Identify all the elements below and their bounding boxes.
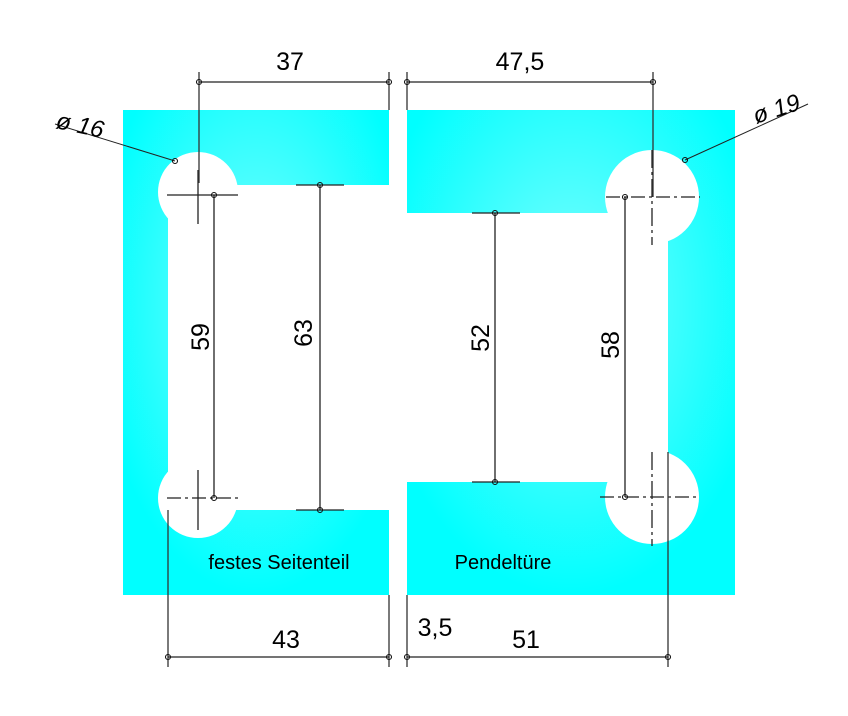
swing-door-glass bbox=[407, 110, 735, 595]
label-fixed-panel: festes Seitenteil bbox=[208, 552, 349, 574]
dim-left-cutout-height: 63 bbox=[290, 319, 318, 347]
dim-right-diameter: ø 19 bbox=[750, 89, 804, 130]
fixed-panel-glass bbox=[123, 110, 389, 595]
label-swing-door: Pendeltüre bbox=[455, 552, 552, 574]
dim-left-hole-spacing: 59 bbox=[187, 323, 215, 351]
dimension-points bbox=[164, 78, 689, 661]
center-marks bbox=[167, 150, 700, 546]
dim-left-diameter: ø 16 bbox=[54, 107, 107, 144]
dim-gap: 3,5 bbox=[418, 614, 453, 642]
dimension-lines bbox=[54, 81, 809, 658]
dim-right-cutout-height: 52 bbox=[467, 324, 495, 352]
dim-right-hole-spacing: 58 bbox=[597, 331, 625, 359]
dim-bottom-right: 51 bbox=[512, 626, 540, 654]
dim-bottom-left: 43 bbox=[272, 626, 300, 654]
dim-top-right: 47,5 bbox=[496, 48, 545, 76]
dim-top-left: 37 bbox=[276, 48, 304, 76]
